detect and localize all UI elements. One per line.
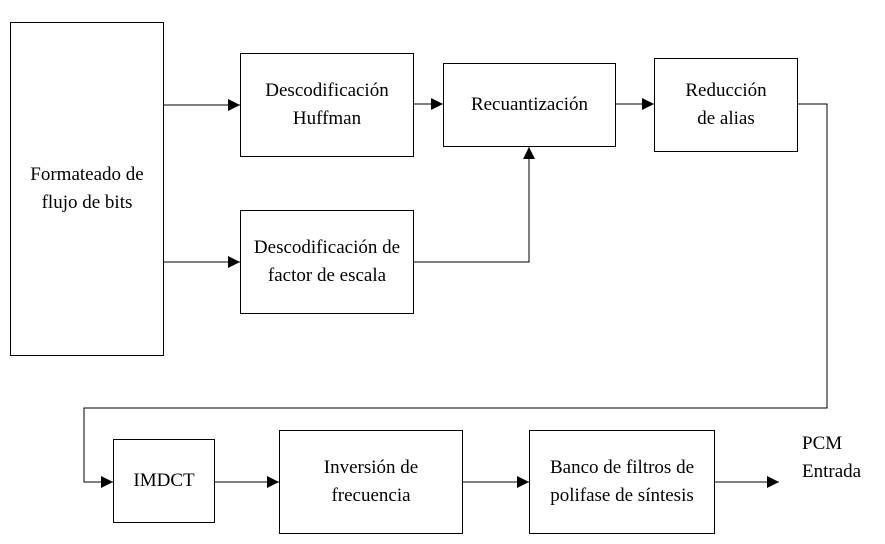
scalefactor-decoding-block: Descodificación de factor de escala: [240, 210, 414, 314]
block-label: polifase de síntesis: [550, 485, 694, 506]
block-label: Banco de filtros de: [549, 457, 695, 478]
block-label: Huffman: [292, 108, 362, 129]
block-label: flujo de bits: [41, 192, 133, 213]
synthesis-filterbank-block: Banco de filtros de polifase de síntesis: [529, 430, 715, 534]
block-label: Formateado de: [30, 164, 144, 185]
block-label: Descodificación: [265, 80, 389, 101]
requantization-block: Recuantización: [443, 63, 616, 147]
bitstream-formatter-block: Formateado de flujo de bits: [10, 22, 164, 356]
output-label-line: Entrada: [802, 461, 862, 482]
pcm-output-label: PCM Entrada: [802, 430, 861, 486]
block-label: factor de escala: [267, 265, 387, 286]
huffman-decoding-block: Descodificación Huffman: [240, 53, 414, 157]
block-label: Recuantización: [470, 94, 589, 115]
arrow-scalefactor-to-requant: [414, 147, 535, 263]
alias-reduction-block: Reducción de alias: [654, 58, 798, 152]
arrow-alias-to-imdct: [83, 103, 828, 488]
block-label: de alias: [697, 108, 755, 129]
block-label: IMDCT: [133, 470, 195, 491]
imdct-block: IMDCT: [113, 439, 215, 523]
block-label: Reducción: [685, 80, 767, 101]
frequency-inversion-block: Inversión de frecuencia: [279, 430, 463, 534]
block-label: Descodificación de: [253, 237, 401, 258]
output-label-line: PCM: [802, 433, 843, 454]
block-label: frecuencia: [331, 485, 411, 506]
block-label: Inversión de: [323, 457, 419, 478]
